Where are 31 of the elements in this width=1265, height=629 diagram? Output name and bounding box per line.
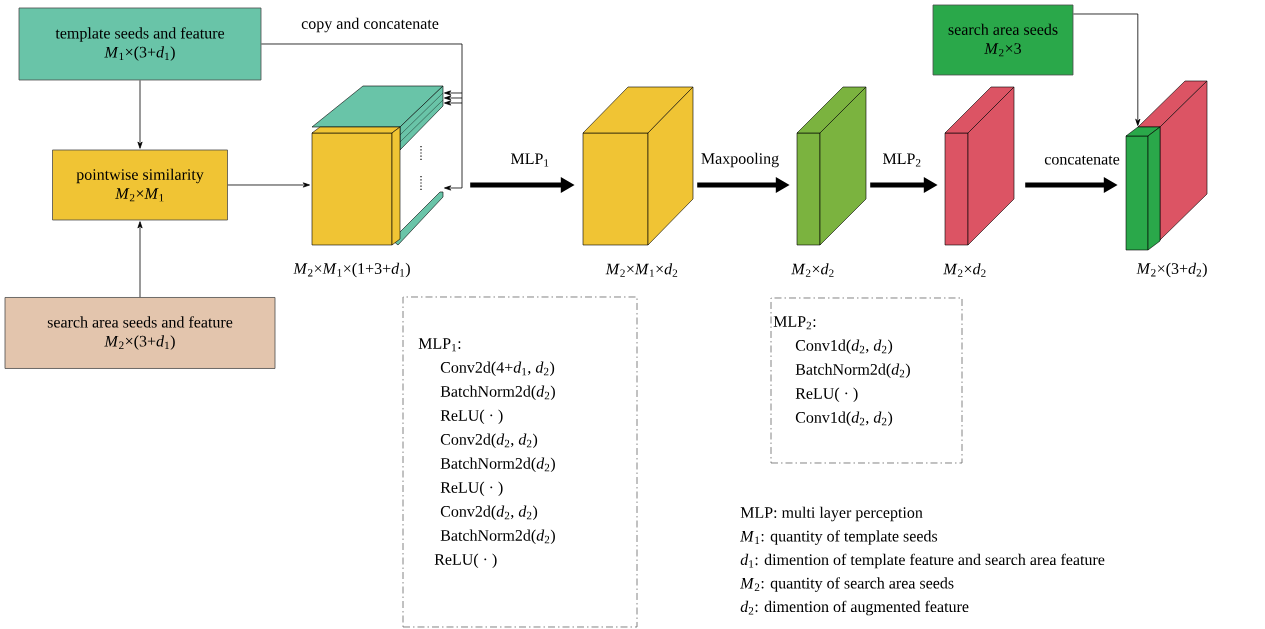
edge-label: copy and concatenate — [301, 17, 439, 33]
data-box: search area seeds M$_{2}$×3 — [932, 4, 1074, 76]
arrow — [227, 182, 310, 188]
tensor-drawing — [796, 86, 867, 246]
edge-label: Maxpooling — [701, 152, 779, 168]
layer-list-box: MLP$_{2}$: Conv1d(d$_{2}$, d$_{2}$) BatchNorm2d(d$_{2}$) ReLU( · ) Conv1d(d$_{2}$, d$_{2}$) — [770, 297, 963, 464]
tensor-drawing — [1125, 80, 1208, 251]
tensor-drawing — [944, 86, 1015, 246]
note-text: d$_{2}$: dimention of augmented feature — [740, 600, 969, 616]
arrow — [137, 221, 143, 298]
size-label: M$_{2}$×M$_{1}$×(1+3+d$_{1}$) — [293, 262, 410, 278]
size-label: M$_{2}$×d$_{2}$ — [791, 263, 834, 277]
tensor-drawing — [582, 86, 694, 246]
arrow — [137, 80, 143, 149]
data-box: pointwise similarity M$_{2}$×M$_{1}$ — [52, 149, 228, 221]
branching-arrow — [261, 43, 463, 191]
note-text: d$_{1}$: dimention of template feature and search area feature — [740, 553, 1105, 569]
layer-list-box: MLP$_{1}$: Conv2d(4+d$_{1}$, d$_{2}$) BatchNorm2d(d$_{2}$) ReLU( · ) Conv2d(d$_{2}$, d$_{2}$) BatchNorm2d(d$_{2}$) ReLU( · ) Conv2d(d$_{2}$, d$_{2}$) BatchNorm2d(d$_{2}$) ReLU( · ) — [402, 296, 638, 628]
edge-label: MLP$_{1}$ — [510, 153, 549, 167]
data-box: search area seeds and feature M$_{2}$×(3+d$_{1}$) — [4, 297, 276, 369]
tensor-drawing — [311, 85, 444, 246]
note-text: MLP: multi layer perception — [740, 506, 923, 522]
size-label: M$_{2}$×d$_{2}$ — [943, 263, 986, 277]
note-text: M$_{2}$: quantity of search area seeds — [740, 577, 954, 592]
arrow — [1073, 13, 1141, 126]
note-text: M$_{1}$: quantity of template seeds — [740, 530, 938, 545]
size-label: M$_{2}$×(3+d$_{2}$) — [1136, 262, 1207, 278]
edge-label: MLP$_{2}$ — [882, 153, 921, 167]
edge-label: concatenate — [1044, 155, 1120, 165]
size-label: M$_{2}$×M$_{1}$×d$_{2}$ — [605, 263, 678, 277]
data-box: template seeds and feature M$_{1}$×(3+d$_{1}$) — [18, 7, 262, 81]
